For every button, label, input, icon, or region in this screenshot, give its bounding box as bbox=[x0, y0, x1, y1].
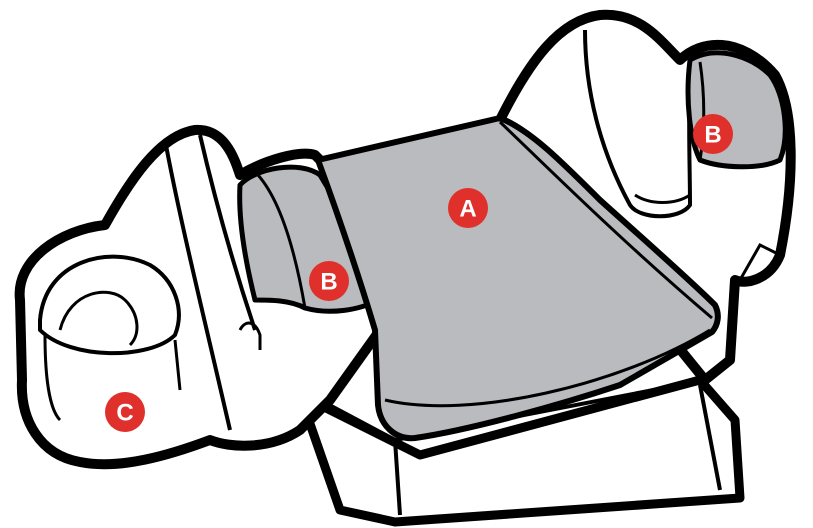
marker-c-label: C bbox=[116, 400, 133, 427]
marker-b-right: B bbox=[693, 114, 733, 154]
seat-base bbox=[295, 375, 745, 527]
seat-cushion bbox=[315, 115, 721, 442]
seat-base-front-panel bbox=[393, 384, 722, 516]
cupholder-front bbox=[43, 334, 182, 422]
right-armrest-crease bbox=[634, 193, 781, 281]
marker-b-left-circle bbox=[309, 261, 349, 301]
seat-cushion-front-lip bbox=[384, 328, 711, 408]
seat-base-divider bbox=[319, 378, 706, 443]
left-side-pad-seam bbox=[256, 174, 307, 309]
seat-cushion-edge bbox=[498, 120, 713, 320]
marker-b-left: B bbox=[309, 261, 349, 301]
marker-c: C bbox=[105, 392, 145, 432]
cupholder-rim bbox=[38, 254, 181, 356]
marker-a: A bbox=[448, 188, 488, 228]
marker-b-right-label: B bbox=[704, 122, 721, 149]
left-armrest-crease bbox=[238, 321, 262, 350]
marker-a-label: A bbox=[459, 196, 476, 223]
cupholder-opening bbox=[58, 290, 139, 347]
left-armrest-upright bbox=[163, 134, 257, 431]
marker-c-circle bbox=[105, 392, 145, 432]
marker-b-left-label: B bbox=[320, 269, 337, 296]
marker-a-circle bbox=[448, 188, 488, 228]
right-armrest-inner-edge bbox=[583, 29, 693, 219]
right-side-pad-seam bbox=[698, 61, 706, 161]
marker-b-right-circle bbox=[693, 114, 733, 154]
